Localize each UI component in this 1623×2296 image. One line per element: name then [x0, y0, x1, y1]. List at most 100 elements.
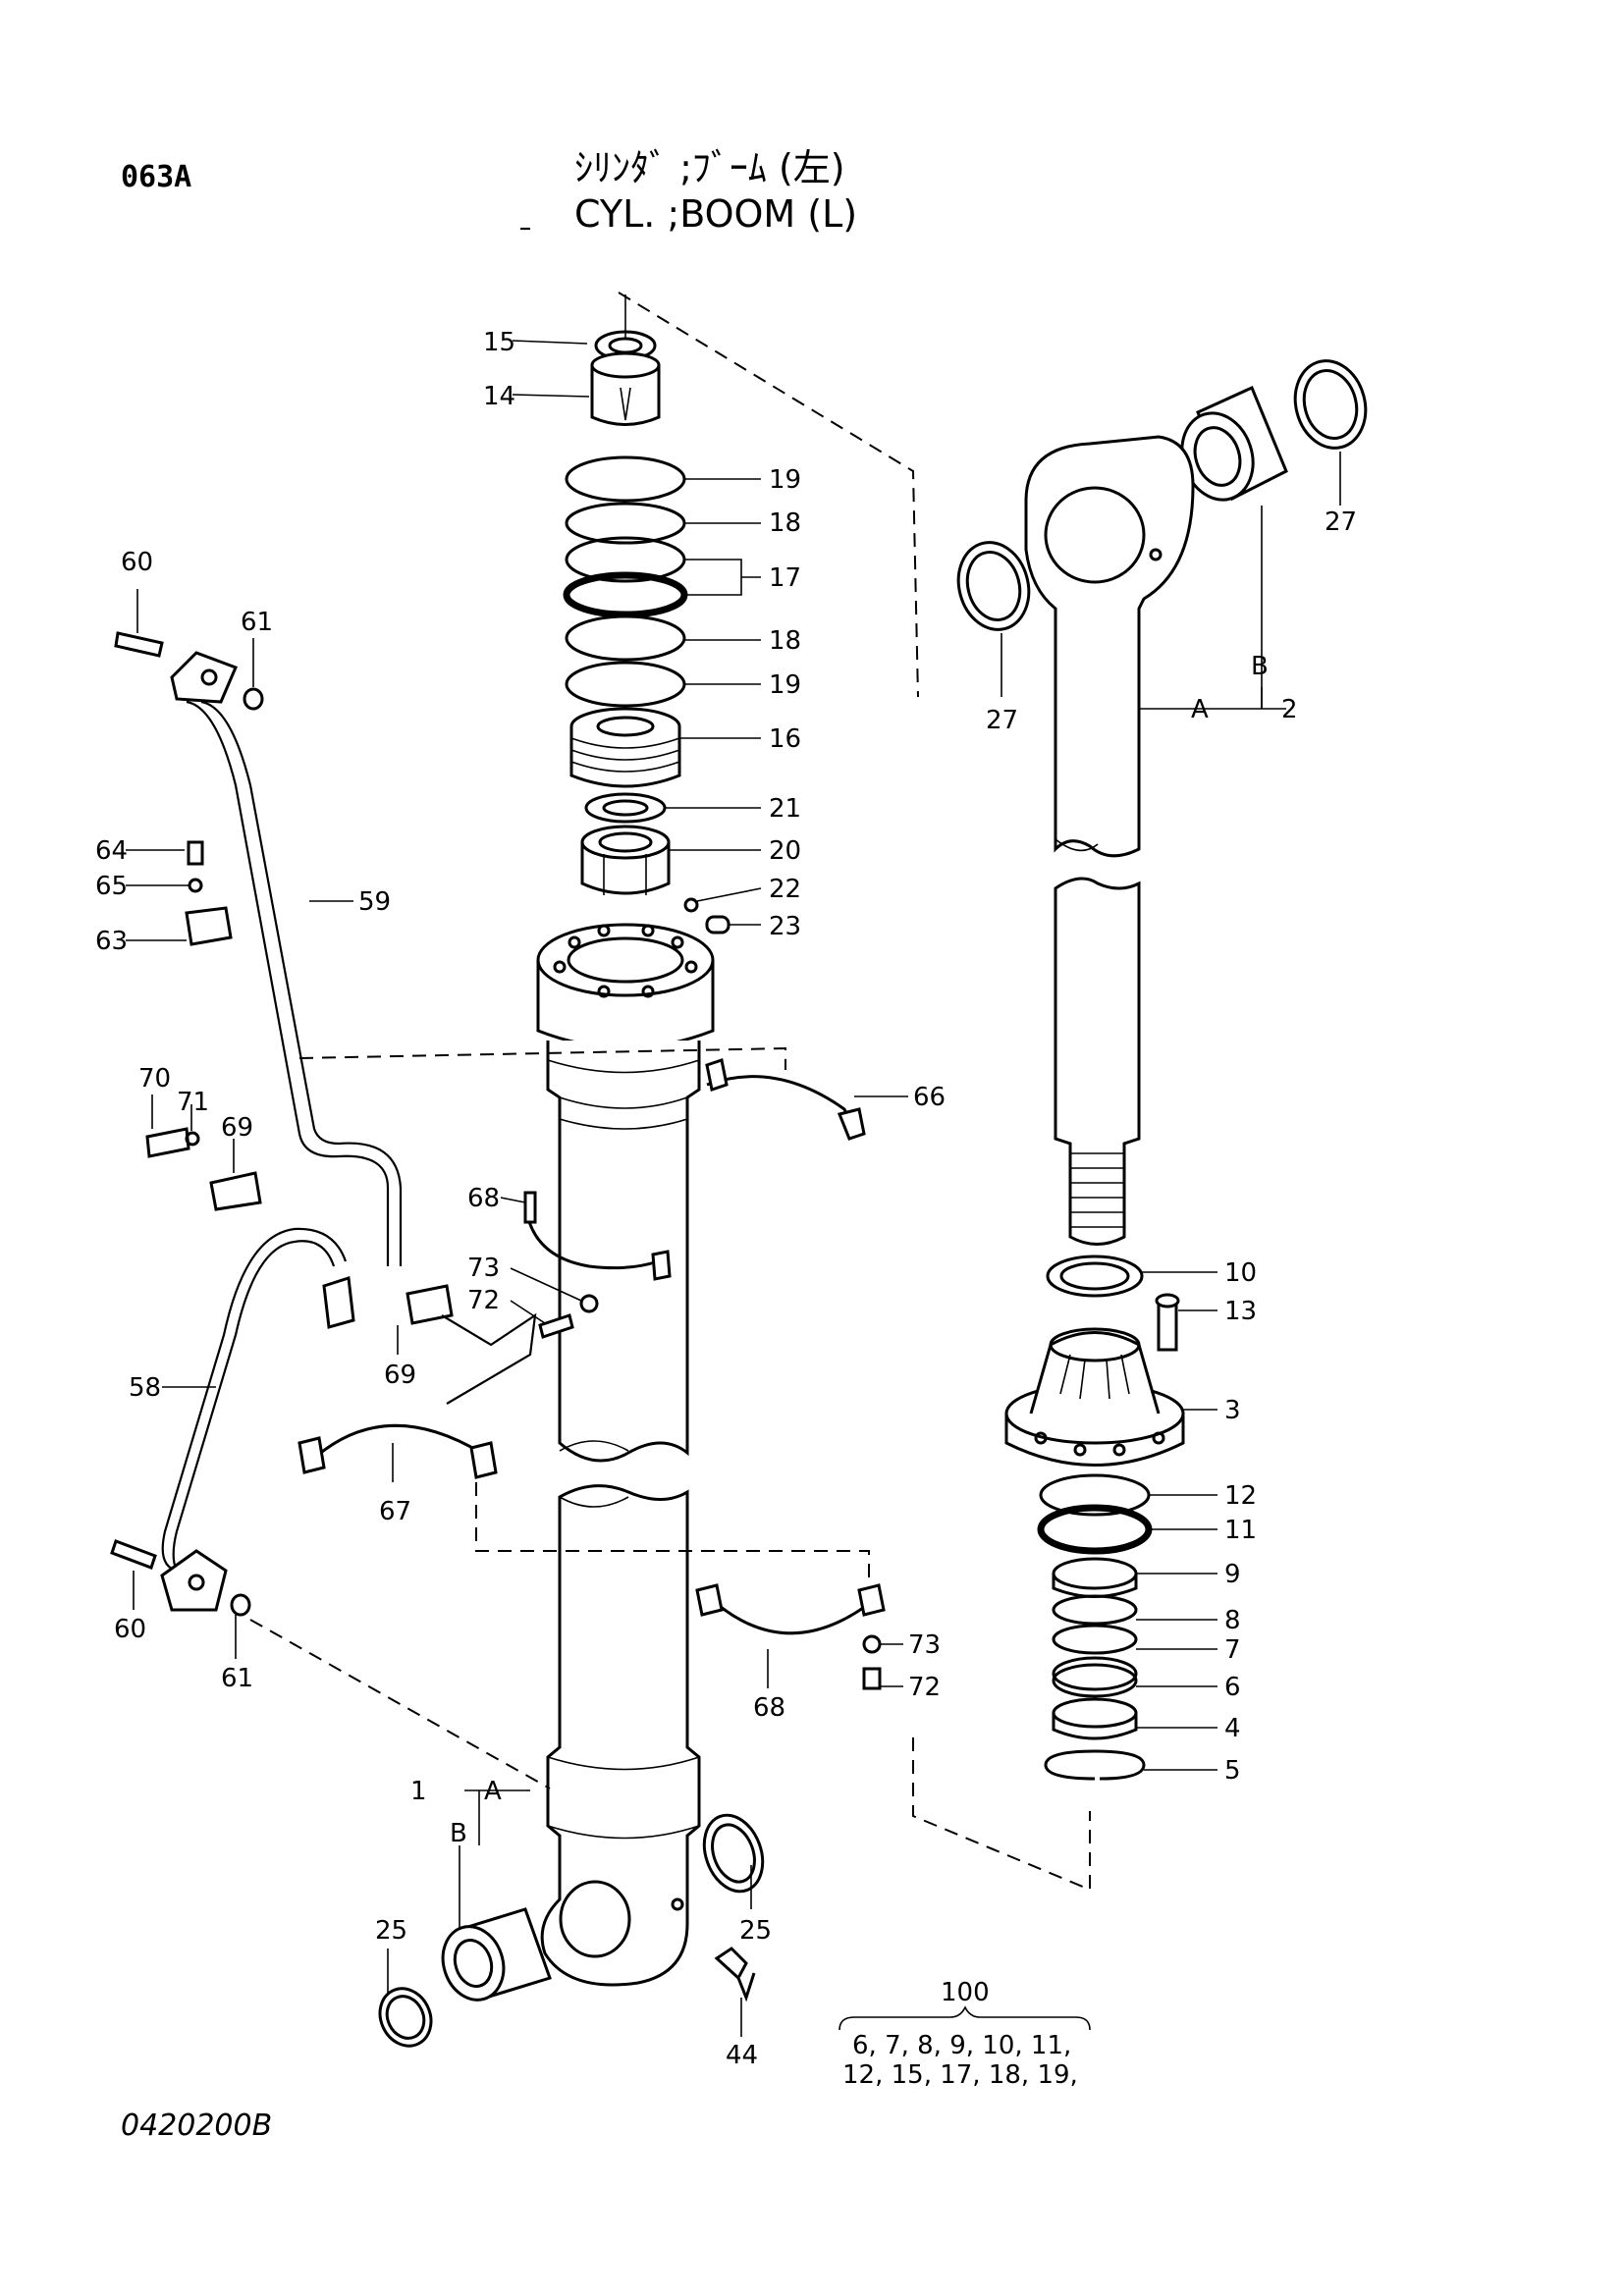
part-3-rod-cover-gland — [1004, 1327, 1185, 1467]
callout-18: 18 — [769, 626, 801, 656]
cylinder-tube-lower — [540, 1484, 701, 1987]
piston-rod — [1024, 435, 1195, 1246]
part-7-ring — [1052, 1624, 1138, 1655]
part-63-clamp — [185, 906, 233, 946]
kit-contents-line-2: 12, 15, 17, 18, 19, — [842, 2060, 1078, 2090]
callout-2: 2 — [1281, 695, 1298, 724]
callout-b: B — [450, 1819, 467, 1848]
callout-6: 6 — [1224, 1673, 1241, 1702]
callout-59: 59 — [358, 887, 391, 917]
callout-27: 27 — [986, 706, 1018, 735]
seal-stack — [563, 455, 688, 708]
callout-58: 58 — [129, 1373, 161, 1403]
part-20-nut — [580, 825, 671, 895]
callout-7: 7 — [1224, 1635, 1241, 1665]
drawing-number: 0420200B — [121, 2109, 273, 2143]
callout-72: 72 — [467, 1286, 500, 1315]
band-67 — [298, 1423, 498, 1479]
callout-9: 9 — [1224, 1560, 1241, 1589]
pipe-bracket — [441, 1312, 537, 1405]
part-5-snap-ring — [1044, 1749, 1146, 1781]
callout-27: 27 — [1325, 507, 1357, 537]
callout-70: 70 — [138, 1064, 171, 1094]
callout-19: 19 — [769, 670, 801, 700]
part-70-bolt — [145, 1127, 190, 1158]
callout-4: 4 — [1224, 1714, 1241, 1743]
title-english: CYL. ;BOOM (L) — [574, 192, 858, 236]
callout-20: 20 — [769, 836, 801, 866]
band-68-upper — [523, 1191, 672, 1281]
band-68-lower — [695, 1583, 886, 1635]
callout-72: 72 — [908, 1673, 941, 1702]
pipe-59 — [186, 700, 403, 1266]
callout-65: 65 — [95, 872, 128, 901]
callout-61: 61 — [241, 608, 273, 637]
part-72-bolt — [538, 1313, 574, 1339]
callout-69: 69 — [221, 1113, 253, 1143]
kit-number: 100 — [941, 1978, 990, 2007]
flange-fitting-60-top — [114, 631, 238, 704]
callout-3: 3 — [1224, 1396, 1241, 1425]
kit-brace — [839, 2005, 1091, 2031]
part-73-washer — [579, 1294, 599, 1313]
cylinder-tube-upper — [546, 1041, 701, 1463]
callout-67: 67 — [379, 1497, 411, 1526]
callout-73: 73 — [467, 1254, 500, 1283]
part-69-clamp-upper — [209, 1171, 262, 1211]
callout-15: 15 — [483, 328, 515, 357]
part-21-washer — [584, 792, 667, 824]
callout-14: 14 — [483, 382, 515, 411]
callout-68: 68 — [467, 1184, 500, 1213]
part-69-clamp-lower — [406, 1284, 454, 1325]
flange-fitting-60-bottom — [110, 1539, 228, 1612]
part-44-grease-fitting — [714, 1947, 756, 2002]
callout-60: 60 — [121, 548, 153, 577]
callout-a: A — [1191, 695, 1209, 724]
callout-1: 1 — [410, 1777, 427, 1806]
part-27-ring-left — [956, 541, 1031, 631]
callout-22: 22 — [769, 875, 801, 904]
hose-elbow — [322, 1276, 355, 1329]
callout-68: 68 — [753, 1693, 785, 1723]
callout-63: 63 — [95, 927, 128, 956]
part-23-setscrew — [705, 915, 730, 934]
callout-13: 13 — [1224, 1297, 1257, 1326]
callout-17: 17 — [769, 563, 801, 593]
callout-25: 25 — [739, 1916, 772, 1946]
callout-8: 8 — [1224, 1606, 1241, 1635]
cylinder-head-flange — [536, 923, 715, 1049]
callout-60: 60 — [114, 1615, 146, 1644]
part-15-14-bushing — [590, 330, 661, 426]
callout-23: 23 — [769, 912, 801, 941]
part-25-bushing — [378, 1813, 765, 2048]
part-22-ball — [683, 897, 699, 913]
callout-25: 25 — [375, 1916, 407, 1946]
part-9-seal — [1052, 1557, 1138, 1590]
callout-61: 61 — [221, 1664, 253, 1693]
part-16-piston — [569, 707, 681, 788]
callout-5: 5 — [1224, 1756, 1241, 1786]
kit-contents-line-1: 6, 7, 8, 9, 10, 11, — [852, 2031, 1071, 2060]
pipe-58 — [161, 1227, 348, 1581]
part-8-seal — [1052, 1594, 1138, 1626]
band-66 — [705, 1058, 866, 1141]
title-japanese: ｼﾘﾝﾀﾞ ;ﾌﾞｰﾑ (左) — [574, 146, 845, 189]
callout-44: 44 — [726, 2041, 758, 2070]
callout-19: 19 — [769, 465, 801, 495]
callout-10: 10 — [1224, 1258, 1257, 1288]
callout-a: A — [484, 1777, 502, 1806]
o-ring-61-bottom — [230, 1593, 251, 1617]
part-27-ring-top — [1293, 359, 1368, 450]
o-ring-61-top — [243, 687, 264, 711]
callout-69: 69 — [384, 1361, 416, 1390]
part-71-washer — [185, 1131, 200, 1147]
callout-71: 71 — [177, 1088, 209, 1117]
callout-18: 18 — [769, 508, 801, 538]
callout-16: 16 — [769, 724, 801, 754]
callout-12: 12 — [1224, 1481, 1257, 1511]
callout-73: 73 — [908, 1630, 941, 1660]
callout-11: 11 — [1224, 1516, 1257, 1545]
callout-b: B — [1251, 652, 1269, 681]
callout-66: 66 — [913, 1083, 946, 1112]
